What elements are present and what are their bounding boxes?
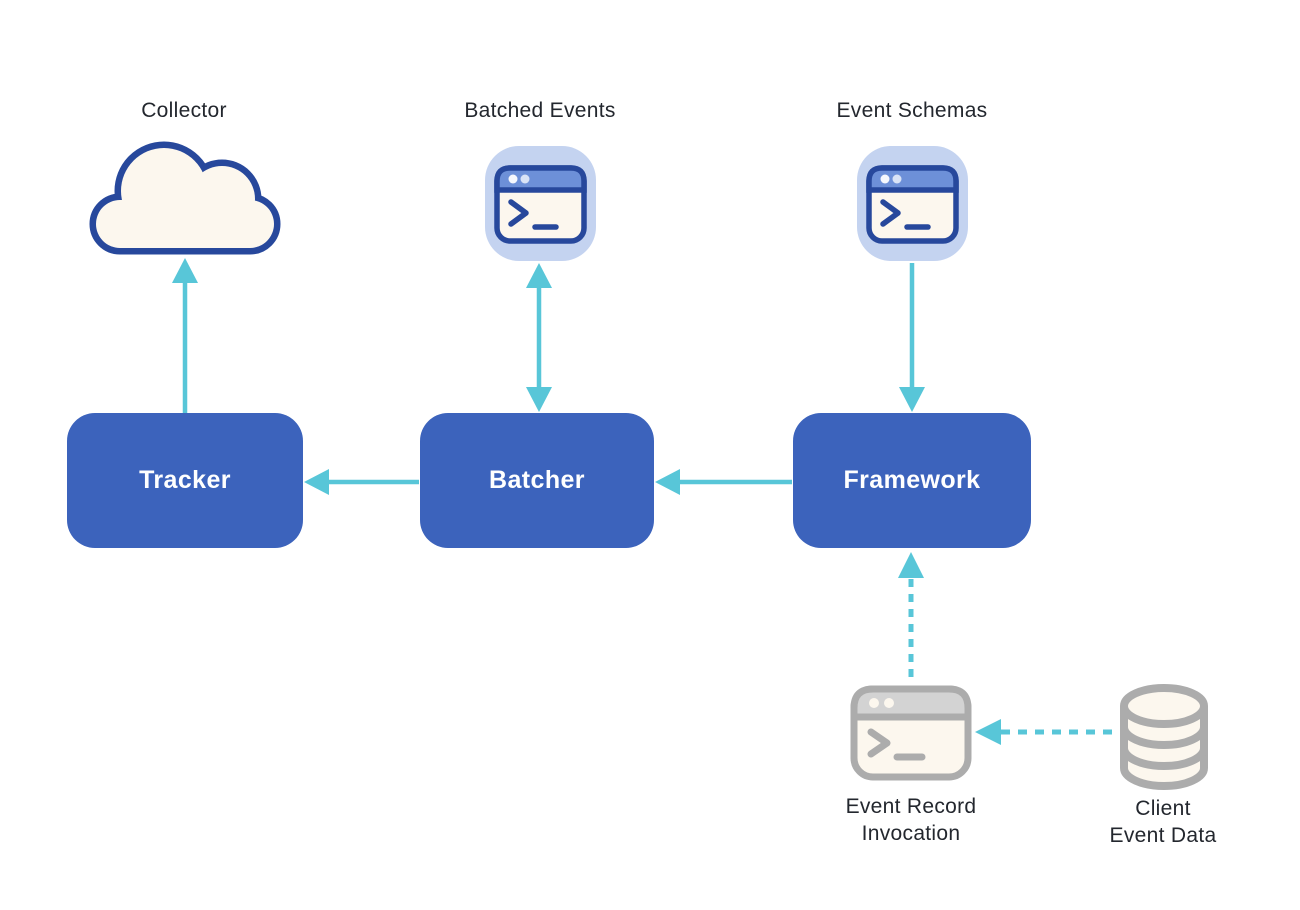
- batched-events-label: Batched Events: [464, 99, 616, 122]
- edge-batcher-batched-events: [526, 263, 552, 412]
- cloud-icon: [89, 141, 281, 255]
- collector-label: Collector: [141, 99, 227, 122]
- terminal-window-icon: [485, 146, 596, 261]
- node-tracker: Tracker: [67, 413, 303, 548]
- edge-event-record-to-framework: [898, 552, 924, 681]
- terminal-window-icon: [857, 146, 968, 261]
- client-event-data-label-line2: Event Data: [1109, 824, 1217, 847]
- edge-framework-to-batcher: [655, 469, 792, 495]
- node-framework-label: Framework: [843, 466, 981, 494]
- event-record-invocation-label: Event Record Invocation: [751, 793, 1071, 847]
- edge-event-schemas-to-framework: [899, 263, 925, 412]
- event-record-invocation-label-line1: Event Record: [845, 795, 977, 818]
- database-icon: [1120, 684, 1208, 790]
- node-tracker-label: Tracker: [139, 466, 231, 494]
- event-record-invocation-label-line2: Invocation: [861, 822, 961, 845]
- edge-batcher-to-tracker: [304, 469, 419, 495]
- client-event-data-label: Client Event Data: [1003, 795, 1300, 849]
- node-batcher-label: Batcher: [489, 466, 585, 494]
- edge-client-data-to-event-record: [975, 719, 1112, 745]
- edge-tracker-to-collector: [172, 258, 198, 413]
- node-framework: Framework: [793, 413, 1031, 548]
- event-schemas-label: Event Schemas: [836, 99, 988, 122]
- node-batcher: Batcher: [420, 413, 654, 548]
- terminal-window-icon: [850, 685, 972, 781]
- client-event-data-label-line1: Client: [1135, 797, 1191, 820]
